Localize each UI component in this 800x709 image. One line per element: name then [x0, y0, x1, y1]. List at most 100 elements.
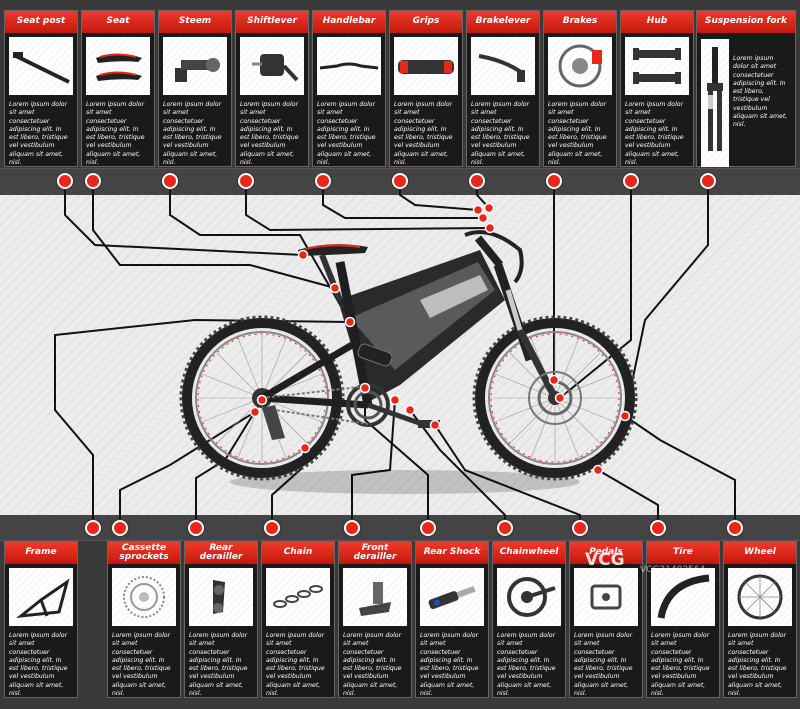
card-suspension-fork[interactable]: Suspension fork Lorem ipsum dolor sit am…	[696, 10, 796, 167]
card-brakelever[interactable]: Brakelever Lorem ipsum dolor sit amet co…	[466, 10, 540, 167]
watermark-logo: VCG	[585, 550, 625, 570]
rear-derailleur-icon	[189, 568, 253, 626]
chainwheel-icon	[497, 568, 561, 626]
card-chainwheel[interactable]: Chainwheel Lorem ipsum dolor sit amet co…	[492, 541, 566, 698]
callout-dot-wheel[interactable]	[727, 520, 743, 536]
card-title: Chain	[262, 542, 334, 564]
card-grips[interactable]: Grips Lorem ipsum dolor sit amet consect…	[389, 10, 463, 167]
callout-dot-stem[interactable]	[162, 173, 178, 189]
callout-dot-grips[interactable]	[392, 173, 408, 189]
card-tire[interactable]: Tire Lorem ipsum dolor sit amet consecte…	[646, 541, 720, 698]
card-title: Shiftlever	[236, 11, 308, 33]
callout-dot-handlebar[interactable]	[315, 173, 331, 189]
card-front-derailleur[interactable]: Front derailler Lorem ipsum dolor sit am…	[338, 541, 412, 698]
card-rear-derailleur[interactable]: Rear derailler Lorem ipsum dolor sit ame…	[184, 541, 258, 698]
card-description: Lorem ipsum dolor sit amet consectetuer …	[163, 101, 222, 167]
rear-shock-icon	[420, 568, 484, 626]
card-brakes[interactable]: Brakes Lorem ipsum dolor sit amet consec…	[543, 10, 617, 167]
card-description: Lorem ipsum dolor sit amet consectetuer …	[574, 632, 633, 698]
card-hub[interactable]: Hub Lorem ipsum dolor sit amet consectet…	[620, 10, 694, 167]
card-wheel[interactable]: Wheel Lorem ipsum dolor sit amet consect…	[723, 541, 797, 698]
frame-icon	[9, 568, 73, 626]
callout-dot-pedals[interactable]	[572, 520, 588, 536]
card-title: Cassette sprockets	[108, 542, 180, 564]
card-title: Pedals	[570, 542, 642, 564]
card-title: Chainwheel	[493, 542, 565, 564]
card-title: Frame	[5, 542, 77, 564]
card-title: Steem	[159, 11, 231, 33]
cassette-icon	[112, 568, 176, 626]
card-description: Lorem ipsum dolor sit amet consectetuer …	[9, 101, 68, 167]
bike-diagram-area	[0, 195, 800, 515]
callout-dot-brakes[interactable]	[546, 173, 562, 189]
callout-dot-chain[interactable]	[264, 520, 280, 536]
card-title: Rear derailler	[185, 542, 257, 564]
callout-dot-shiftlever[interactable]	[238, 173, 254, 189]
card-description: Lorem ipsum dolor sit amet consectetuer …	[240, 101, 299, 167]
callout-dot-seat-post[interactable]	[57, 173, 73, 189]
pedal-icon	[574, 568, 638, 626]
bike-shadow	[230, 470, 580, 494]
stem-icon	[163, 37, 227, 95]
callout-dot-chainwheel[interactable]	[497, 520, 513, 536]
watermark-id: VCG21402564	[640, 565, 706, 575]
card-title: Handlebar	[313, 11, 385, 33]
brake-disc-icon	[548, 37, 612, 95]
handlebar-icon	[317, 37, 381, 95]
card-description: Lorem ipsum dolor sit amet consectetuer …	[266, 632, 325, 698]
callout-dot-seat[interactable]	[85, 173, 101, 189]
card-cassette[interactable]: Cassette sprockets Lorem ipsum dolor sit…	[107, 541, 181, 698]
card-title: Grips	[390, 11, 462, 33]
callout-dot-brakelever[interactable]	[469, 173, 485, 189]
seat-icon	[86, 37, 150, 95]
card-title: Brakelever	[467, 11, 539, 33]
callout-dot-rear-shock[interactable]	[420, 520, 436, 536]
card-description: Lorem ipsum dolor sit amet consectetuer …	[394, 101, 453, 167]
card-title: Brakes	[544, 11, 616, 33]
card-description: Lorem ipsum dolor sit amet consectetuer …	[86, 101, 145, 167]
callout-dot-suspension-fork[interactable]	[700, 173, 716, 189]
callout-dot-frame[interactable]	[85, 520, 101, 536]
card-description: Lorem ipsum dolor sit amet consectetuer …	[112, 632, 171, 698]
callout-dot-hub[interactable]	[623, 173, 639, 189]
card-description: Lorem ipsum dolor sit amet consectetuer …	[497, 632, 556, 698]
card-handlebar[interactable]: Handlebar Lorem ipsum dolor sit amet con…	[312, 10, 386, 167]
card-shiftlever[interactable]: Shiftlever Lorem ipsum dolor sit amet co…	[235, 10, 309, 167]
bottom-dot-strip	[0, 515, 800, 541]
card-pedals[interactable]: Pedals Lorem ipsum dolor sit amet consec…	[569, 541, 643, 698]
card-description: Lorem ipsum dolor sit amet consectetuer …	[471, 101, 530, 167]
card-seat-post[interactable]: Seat post Lorem ipsum dolor sit amet con…	[4, 10, 78, 167]
card-description: Lorem ipsum dolor sit amet consectetuer …	[728, 632, 787, 698]
card-title: Tire	[647, 542, 719, 564]
card-title: Rear Shock	[416, 542, 488, 564]
card-title: Front derailler	[339, 542, 411, 564]
brakelever-icon	[471, 37, 535, 95]
card-stem[interactable]: Steem Lorem ipsum dolor sit amet consect…	[158, 10, 232, 167]
card-frame[interactable]: Frame Lorem ipsum dolor sit amet consect…	[4, 541, 78, 698]
callout-dot-cassette[interactable]	[112, 520, 128, 536]
card-seat[interactable]: Seat Lorem ipsum dolor sit amet consecte…	[81, 10, 155, 167]
card-description: Lorem ipsum dolor sit amet consectetuer …	[733, 55, 788, 129]
card-title: Seat	[82, 11, 154, 33]
wheel-icon	[728, 568, 792, 626]
tire-icon	[651, 568, 715, 626]
card-description: Lorem ipsum dolor sit amet consectetuer …	[625, 101, 684, 167]
callout-dot-front-derailleur[interactable]	[344, 520, 360, 536]
card-title: Wheel	[724, 542, 796, 564]
chain-icon	[266, 568, 330, 626]
seat-post-icon	[9, 37, 73, 95]
bike-callout-dots	[249, 202, 631, 476]
front-derailleur-icon	[343, 568, 407, 626]
shiftlever-icon	[240, 37, 304, 95]
suspension-fork-icon	[701, 39, 729, 167]
card-title: Hub	[621, 11, 693, 33]
callout-dot-tire[interactable]	[650, 520, 666, 536]
card-description: Lorem ipsum dolor sit amet consectetuer …	[189, 632, 248, 698]
card-description: Lorem ipsum dolor sit amet consectetuer …	[651, 632, 710, 698]
card-rear-shock[interactable]: Rear Shock Lorem ipsum dolor sit amet co…	[415, 541, 489, 698]
card-description: Lorem ipsum dolor sit amet consectetuer …	[548, 101, 607, 167]
callout-dot-rear-derailleur[interactable]	[188, 520, 204, 536]
card-chain[interactable]: Chain Lorem ipsum dolor sit amet consect…	[261, 541, 335, 698]
card-title: Suspension fork	[697, 11, 795, 33]
